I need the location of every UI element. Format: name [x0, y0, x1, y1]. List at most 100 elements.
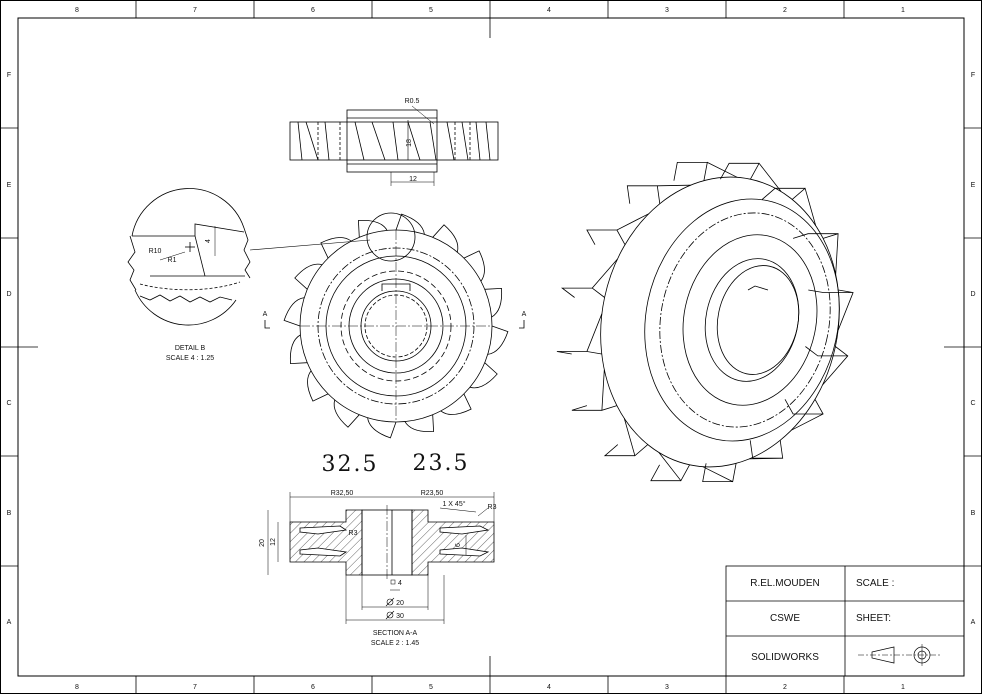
gear-tooth	[294, 263, 323, 290]
section-r-left: R32,50	[331, 490, 354, 497]
detail-b-r-inner: R1	[168, 257, 177, 264]
iso-gear-tooth	[702, 463, 737, 483]
iso-gear-tooth	[805, 346, 849, 386]
section-key: 4	[398, 580, 402, 587]
front-view-gear	[264, 212, 525, 439]
zone-row-a-right: A	[971, 619, 976, 626]
diameter-icon	[385, 597, 395, 620]
zone-labels-right: F E D C B A	[970, 72, 975, 626]
zone-row-f: F	[7, 72, 11, 79]
top-view	[289, 105, 499, 186]
iso-gear-tooth	[650, 452, 690, 482]
zone-col-7: 7	[193, 7, 197, 14]
gear-tooth	[357, 219, 388, 238]
zone-labels-left: F E D C B A	[6, 72, 11, 626]
title-block-org: CSWE	[770, 613, 800, 624]
iso-gear-tooth	[626, 184, 691, 204]
zone-labels-bottom: 8 7 6 5 4 3 2 1	[75, 684, 905, 691]
detail-b-title: DETAIL B	[175, 345, 206, 352]
section-title: SECTION A-A	[373, 630, 418, 637]
gear-tooth	[432, 224, 459, 253]
section-hub: 30	[396, 613, 404, 620]
gear-tooth	[487, 325, 509, 355]
section-scale: SCALE 2 : 1.45	[371, 640, 419, 647]
third-angle-projection-icon	[858, 644, 940, 666]
section-marker-left: A	[263, 311, 268, 318]
section-chamfer: 1 X 45°	[442, 500, 465, 508]
zone-col-3: 3	[665, 7, 669, 14]
zone-row-f-right: F	[971, 72, 975, 79]
title-block-author: R.EL.MOUDEN	[750, 578, 819, 589]
iso-gear-tooth	[749, 440, 784, 460]
top-view-width-label: 12	[409, 176, 417, 183]
big-value-left: 32.5	[322, 452, 379, 477]
gear-tooth	[320, 237, 352, 259]
zone-col-6-bottom: 6	[311, 684, 315, 691]
gear-tooth	[283, 297, 305, 327]
gear-tooth	[367, 417, 397, 439]
iso-gear-tooth	[586, 213, 649, 245]
zone-row-d: D	[6, 291, 11, 298]
zone-col-6: 6	[311, 7, 315, 14]
section-height-inner: 12	[270, 538, 277, 546]
zone-col-2: 2	[783, 7, 787, 14]
detail-b-view	[127, 188, 371, 326]
iso-gear-tooth	[808, 289, 854, 331]
zone-col-4: 4	[547, 7, 551, 14]
section-height-outer: 20	[259, 539, 266, 547]
inner-border	[17, 17, 965, 677]
zone-row-a: A	[7, 619, 12, 626]
zone-col-3-bottom: 3	[665, 684, 669, 691]
iso-gear-tooth	[561, 258, 618, 298]
section-groove: 6	[455, 543, 462, 547]
iso-gear-tooth	[556, 313, 603, 355]
detail-b-scale: SCALE 4 : 1.25	[166, 355, 214, 362]
iso-gear-tooth	[784, 399, 824, 431]
zone-row-c-right: C	[970, 400, 975, 407]
top-view-height-label: 18	[406, 139, 413, 147]
gear-tooth	[395, 213, 425, 235]
section-marker-right: A	[522, 311, 527, 318]
detail-b-r-outer: R10	[149, 248, 162, 255]
zone-row-b-right: B	[971, 510, 976, 517]
iso-gear-tooth	[673, 161, 738, 181]
zone-row-c: C	[6, 400, 11, 407]
square-key-icon	[390, 579, 396, 585]
zone-row-e-right: E	[971, 182, 976, 189]
section-r-tip: R3	[488, 504, 497, 511]
detail-b-depth: 4	[205, 239, 212, 243]
zone-col-1-bottom: 1	[901, 684, 905, 691]
gear-tooth	[440, 393, 472, 415]
big-value-right: 23.5	[413, 451, 470, 476]
iso-gear-tooth	[792, 233, 839, 275]
gear-tooth	[484, 287, 503, 318]
zone-col-4-bottom: 4	[547, 684, 551, 691]
zone-row-d-right: D	[970, 291, 975, 298]
section-r-inner: R3	[349, 530, 358, 537]
zone-col-8-bottom: 8	[75, 684, 79, 691]
title-block	[725, 565, 965, 677]
title-block-sheet-label: SHEET:	[856, 613, 891, 624]
iso-gear-tooth	[720, 162, 782, 192]
isometric-view	[556, 161, 854, 483]
zone-row-b: B	[7, 510, 12, 517]
zone-col-2-bottom: 2	[783, 684, 787, 691]
gear-tooth	[289, 334, 308, 365]
gear-tooth	[333, 399, 360, 428]
iso-gear-tooth	[761, 187, 817, 226]
section-bore: 20	[396, 600, 404, 607]
zone-col-1: 1	[901, 7, 905, 14]
zone-col-5-bottom: 5	[429, 684, 433, 691]
zone-row-e: E	[7, 182, 12, 189]
title-block-scale-label: SCALE :	[856, 578, 894, 589]
gear-tooth	[469, 362, 498, 389]
section-r-right: R23,50	[421, 490, 444, 497]
zone-col-5: 5	[429, 7, 433, 14]
zone-labels-top: 8 7 6 5 4 3 2 1	[75, 7, 905, 14]
gear-tooth	[307, 370, 329, 402]
title-block-software: SOLIDWORKS	[751, 652, 819, 663]
gear-tooth	[463, 250, 485, 282]
gear-tooth	[404, 414, 435, 433]
